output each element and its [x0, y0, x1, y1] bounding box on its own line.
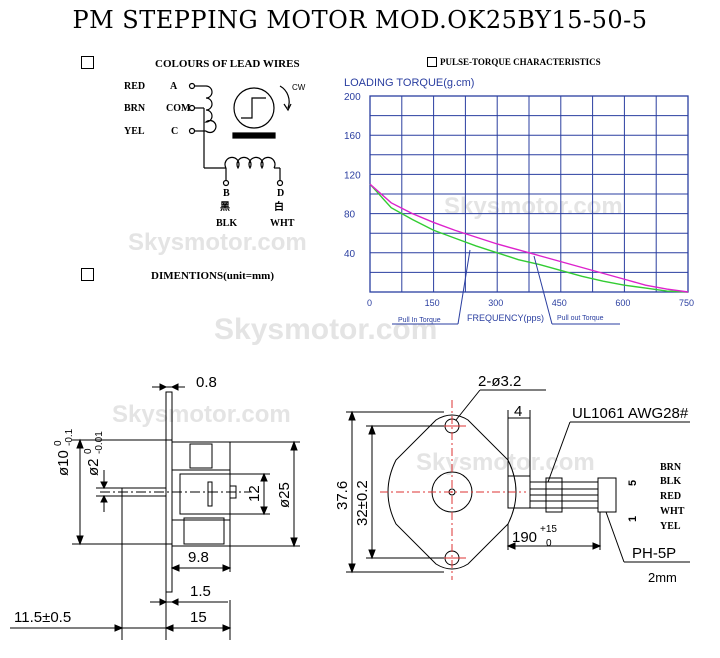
chart-heading: PULSE-TORQUE CHARACTERISTICS: [440, 57, 601, 67]
checkbox-dimentions[interactable]: [81, 268, 94, 281]
pin-d: D: [277, 188, 284, 199]
x-tick-label: 450: [552, 298, 567, 308]
dim-12: 12: [246, 485, 263, 502]
watermark-2: Skysmotor.com: [214, 313, 437, 346]
dim-4: 4: [514, 403, 522, 420]
connector-type: PH-5P: [632, 545, 676, 562]
dim-190: 190: [512, 529, 537, 546]
dim-d2-lower: -0.01: [94, 431, 105, 454]
wire-color-yel: YEL: [124, 126, 145, 137]
pull-in-label: Pull In Torque: [398, 317, 441, 324]
page-title: PM STEPPING MOTOR MOD.OK25BY15-50-5: [72, 6, 648, 34]
pull-in-torque-line: [369, 183, 689, 293]
x-tick-label: 150: [425, 298, 440, 308]
pin-1: 1: [627, 516, 639, 522]
watermark-5: Skysmotor.com: [416, 449, 595, 476]
cw-label: CW: [292, 83, 306, 92]
y-tick-label: 120: [344, 170, 361, 181]
x-tick-labels: 0 150 300 450 600 750: [367, 298, 694, 308]
chart-curves: [369, 183, 689, 293]
dim-32: 32±0.2: [354, 480, 371, 526]
dim-d10-lower: -0.1: [64, 428, 75, 446]
y-tick-label: 40: [344, 249, 356, 260]
torque-chart: LOADING TORQUE(g.cm) 40 80 120 160 200 0 150 3…: [344, 77, 694, 325]
wire-wht: WHT: [660, 506, 685, 517]
watermark-3: Skysmotor.com: [444, 193, 623, 220]
dim-d10: ø10: [55, 450, 72, 476]
checkbox-lead-wires[interactable]: [81, 56, 94, 69]
x-tick-label: 300: [488, 298, 503, 308]
watermark-4: Skysmotor.com: [112, 401, 291, 428]
connector-pitch: 2mm: [648, 570, 677, 585]
x-tick-label: 0: [367, 298, 372, 308]
x-tick-label: 600: [615, 298, 630, 308]
pin-a: A: [170, 81, 178, 92]
wiring-schematic: RED BRN YEL A COM C CW B D 黑 白 BLK WHT: [124, 81, 306, 229]
y-tick-label: 160: [344, 131, 361, 142]
wire-blk: BLK: [660, 476, 681, 487]
y-tick-labels: 40 80 120 160 200: [344, 92, 361, 260]
y-tick-label: 80: [344, 210, 356, 221]
cn-white: 白: [274, 200, 284, 213]
x-axis-label: FREQUENCY(pps): [467, 313, 544, 323]
dim-d2: ø2: [85, 458, 102, 476]
wire-color-brn: BRN: [124, 103, 146, 114]
dimentions-heading: DIMENTIONS(unit=mm): [151, 270, 274, 282]
wire-color-red: RED: [124, 81, 145, 92]
pull-out-torque-line: [369, 183, 689, 293]
dim-holes: 2-ø3.2: [478, 373, 521, 390]
wire-yel: YEL: [660, 521, 681, 532]
dim-1.5: 1.5: [190, 583, 211, 600]
dim-15: 15: [190, 609, 207, 626]
dim-0.8: 0.8: [196, 374, 217, 391]
checkbox-pulse-torque[interactable]: [427, 57, 437, 67]
pin-b: B: [223, 188, 230, 199]
dim-190-lower: 0: [546, 538, 552, 549]
watermark-group: Skysmotor.com Skysmotor.com Skysmotor.co…: [112, 193, 623, 476]
pull-out-label: Pull out Torque: [557, 315, 604, 322]
y-axis-label: LOADING TORQUE(g.cm): [344, 77, 474, 89]
dim-d25: ø25: [276, 482, 293, 508]
wire-color-blk: BLK: [216, 218, 237, 229]
dim-d10-upper: 0: [53, 440, 64, 446]
dim-9.8: 9.8: [188, 549, 209, 566]
front-view: 2-ø3.2 4 UL1061 AWG28# 37.6 32±0.2 190 +…: [334, 373, 690, 585]
pin-com: COM: [166, 103, 191, 114]
x-tick-label: 750: [679, 298, 694, 308]
side-view: 0.8 ø10 0 -0.1 ø2 0 -0.01 12 ø25 9.8 1.5…: [10, 374, 300, 640]
watermark-1: Skysmotor.com: [128, 229, 307, 256]
cable-spec: UL1061 AWG28#: [572, 405, 689, 422]
lead-wires-heading: COLOURS OF LEAD WIRES: [155, 58, 300, 70]
pin-c: C: [171, 126, 178, 137]
dim-11.5: 11.5±0.5: [14, 609, 71, 626]
dim-d2-upper: 0: [83, 448, 94, 454]
wire-red: RED: [660, 491, 681, 502]
dim-190-upper: +15: [540, 524, 557, 535]
cn-black: 黑: [220, 201, 230, 213]
wire-brn: BRN: [660, 462, 682, 473]
pin-5: 5: [627, 480, 639, 486]
wire-color-wht: WHT: [270, 218, 295, 229]
dim-37.6: 37.6: [334, 481, 351, 510]
y-tick-label: 200: [344, 92, 361, 103]
